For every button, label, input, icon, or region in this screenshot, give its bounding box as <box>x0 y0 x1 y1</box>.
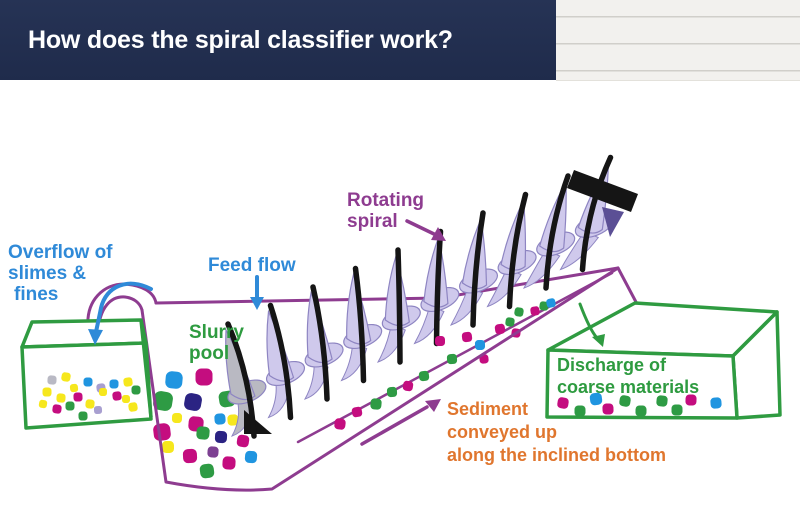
sediment-particles <box>334 298 556 430</box>
overflow-label: Overflow of slimes & fines <box>8 242 113 305</box>
rotating-spiral-arrow-icon <box>405 219 446 241</box>
paper-texture <box>556 0 800 81</box>
discharge-box-particles <box>557 392 722 417</box>
discharge-arrow-icon <box>578 302 605 347</box>
overflow-arrow-icon <box>88 281 153 345</box>
feed-flow-label: Feed flow <box>208 255 296 276</box>
discharge-lip <box>616 266 638 304</box>
drive-pulley <box>567 170 638 237</box>
tank-front-edge <box>140 266 620 492</box>
rotating-spiral <box>225 154 614 439</box>
slurry-pool-label: Slurry pool <box>189 322 244 364</box>
title-banner: How does the spiral classifier work? <box>0 0 556 80</box>
discharge-label: Discharge of coarse materials <box>557 355 700 397</box>
sediment-arrow-icon <box>360 399 441 446</box>
overflow-box <box>20 318 153 430</box>
feed-flow-arrow-icon <box>250 275 264 310</box>
page-title: How does the spiral classifier work? <box>28 25 453 54</box>
sediment-label: Sediment conveyed up along the inclined … <box>447 399 666 465</box>
rotating-spiral-label: Rotating spiral <box>347 190 425 232</box>
overflow-box-particles <box>38 372 141 421</box>
